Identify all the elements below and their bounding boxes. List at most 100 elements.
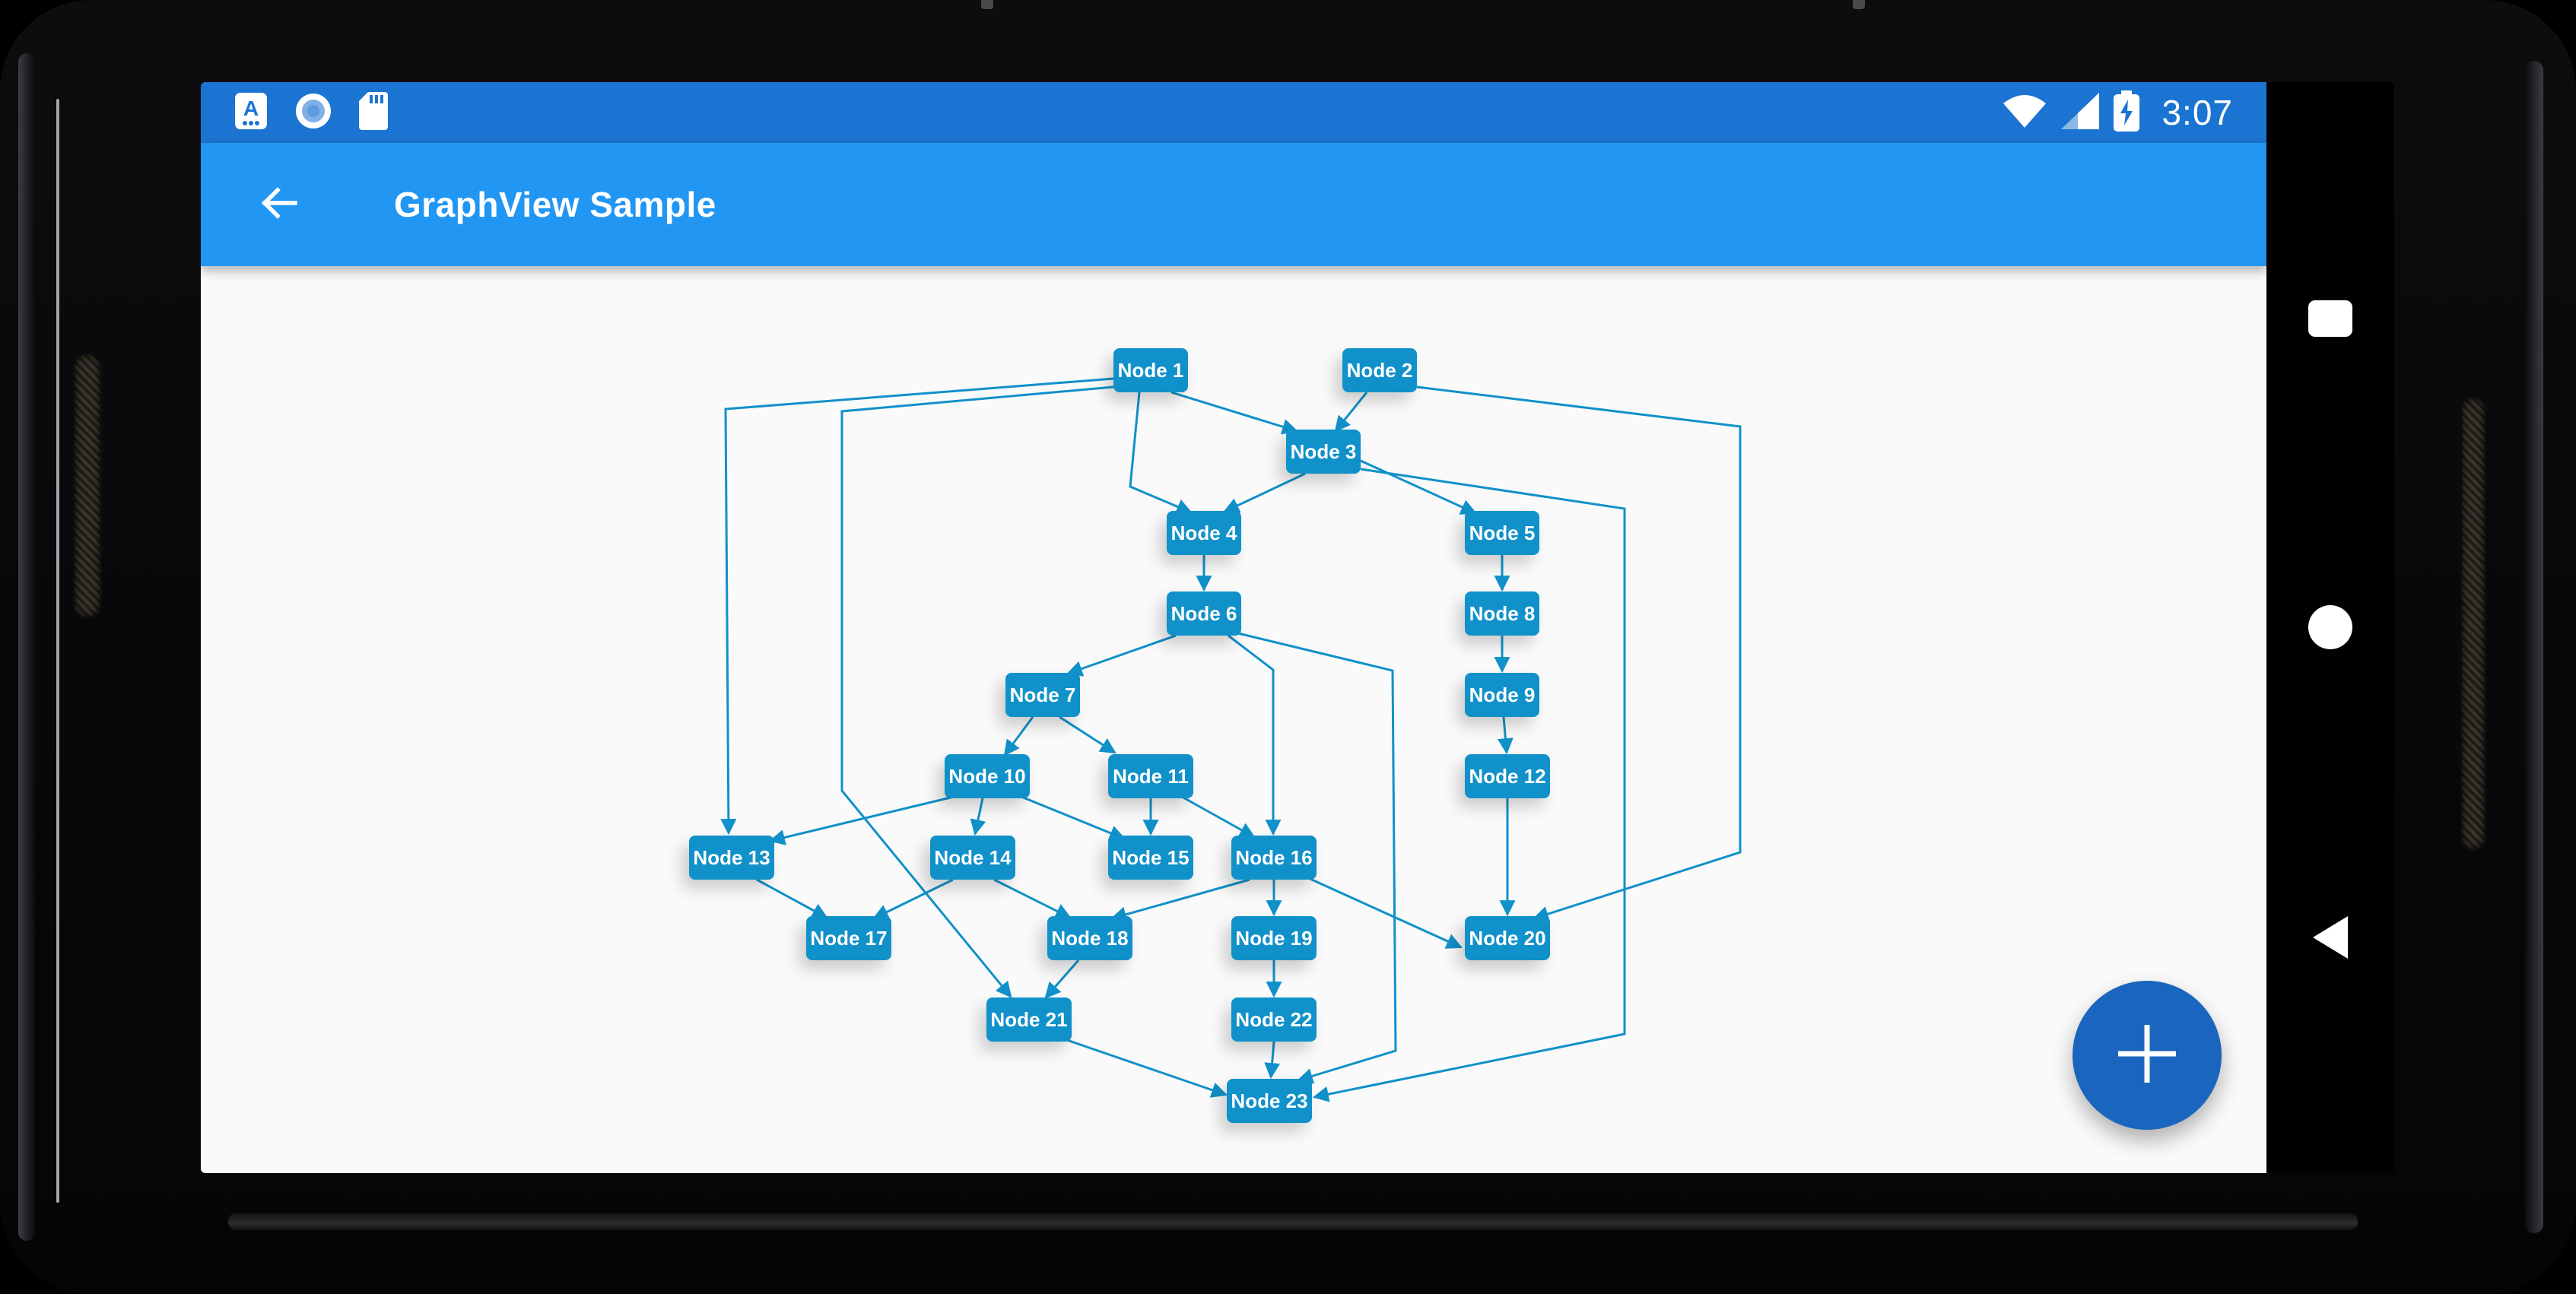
graph-edge-9-12 — [1497, 716, 1514, 755]
recents-button square-icon[interactable] — [2308, 300, 2352, 337]
add-node-fab[interactable] — [2073, 981, 2222, 1130]
graph-node-label: Node 4 — [1171, 522, 1237, 544]
phone-right-edge — [2525, 61, 2543, 1233]
graph-edge-6-23 — [1237, 632, 1397, 1084]
graph-node-label: Node 18 — [1051, 927, 1128, 950]
graph-svg: Node 1 Node 2 Node 3 Node 4 Node 5 Node 6 Node… — [689, 348, 1742, 1123]
graph-node-label: Node 2 — [1347, 359, 1413, 382]
plus-icon — [2115, 1022, 2179, 1089]
graph-node-label: Node 9 — [1469, 683, 1536, 706]
graph-node-17[interactable]: Node 17 — [806, 916, 891, 960]
antenna-line — [1853, 0, 1865, 9]
graph-edge-2-20 — [1416, 385, 1742, 922]
graph-edge-1-3 — [1170, 391, 1299, 435]
graph-edge-2-3 — [1334, 392, 1368, 433]
graph-edge-18-21 — [1044, 959, 1080, 999]
graph-node-label: Node 5 — [1469, 522, 1536, 544]
graph-edge-11-16 — [1181, 795, 1256, 839]
status-system-icons: 3:07 — [2002, 90, 2233, 135]
graph-node-label: Node 6 — [1171, 602, 1237, 625]
phone-screen: A — [201, 82, 2394, 1173]
graph-edge-3-23 — [1312, 468, 1626, 1102]
graph-node-23[interactable]: Node 23 — [1227, 1079, 1312, 1123]
graph-edge-7-11 — [1059, 715, 1116, 754]
graph-node-8[interactable]: Node 8 — [1465, 591, 1539, 636]
graph-node-4[interactable]: Node 4 — [1167, 511, 1241, 555]
graph-edge-10-15 — [1017, 794, 1126, 841]
graph-edge-7-10 — [1003, 716, 1034, 756]
graph-node-3[interactable]: Node 3 — [1286, 430, 1361, 474]
graph-node-label: Node 12 — [1469, 765, 1545, 788]
graph-canvas[interactable]: Node 1 Node 2 Node 3 Node 4 Node 5 Node 6 Node… — [201, 266, 2266, 1173]
graph-edge-10-14 — [970, 798, 986, 836]
graph-node-1[interactable]: Node 1 — [1113, 348, 1188, 392]
graph-node-7[interactable]: Node 7 — [1005, 673, 1080, 717]
cellular-signal-icon — [2061, 92, 2100, 133]
graph-node-15[interactable]: Node 15 — [1108, 836, 1193, 880]
graph-node-label: Node 19 — [1235, 927, 1312, 950]
graph-node-label: Node 21 — [990, 1008, 1067, 1031]
graph-node-label: Node 7 — [1010, 683, 1076, 706]
graph-node-9[interactable]: Node 9 — [1465, 673, 1539, 717]
graph-node-5[interactable]: Node 5 — [1465, 511, 1539, 555]
home-button circle-icon[interactable] — [2308, 605, 2352, 649]
graph-edge-3-4 — [1223, 472, 1306, 513]
graph-node-label: Node 22 — [1235, 1008, 1312, 1031]
graph-edge-13-17 — [756, 878, 828, 919]
graph-node-10[interactable]: Node 10 — [945, 754, 1030, 798]
graph-edge-1-4 — [1129, 392, 1193, 515]
battery-charging-icon — [2113, 90, 2140, 135]
graph-node-19[interactable]: Node 19 — [1231, 916, 1317, 960]
status-bar: A — [201, 82, 2266, 143]
phone-bottom-edge — [228, 1213, 2358, 1230]
graph-node-label: Node 1 — [1118, 359, 1184, 382]
anydesk-app-icon: A — [234, 92, 268, 134]
graph-edge-22-23 — [1264, 1041, 1281, 1080]
graph-node-label: Node 8 — [1469, 602, 1536, 625]
graph-node-14[interactable]: Node 14 — [930, 836, 1015, 880]
graph-edge-21-23 — [1064, 1038, 1228, 1098]
right-speaker-grille — [2460, 395, 2487, 852]
graph-node-22[interactable]: Node 22 — [1231, 997, 1317, 1042]
graph-node-12[interactable]: Node 12 — [1465, 754, 1550, 798]
graph-node-label: Node 3 — [1291, 440, 1357, 463]
back-button triangle-left-icon[interactable] — [2313, 916, 2348, 959]
graph-node-label: Node 14 — [934, 846, 1012, 869]
graph-node-2[interactable]: Node 2 — [1342, 348, 1417, 392]
graph-node-label: Node 16 — [1235, 846, 1312, 869]
graph-edge-14-17 — [872, 878, 954, 920]
graph-edge-14-18 — [993, 878, 1072, 919]
sd-card-icon — [359, 91, 388, 134]
left-speaker-grille — [72, 352, 103, 620]
graph-edge-10-13 — [768, 795, 954, 845]
graph-edge-16-20 — [1304, 875, 1463, 949]
graph-node-18[interactable]: Node 18 — [1047, 916, 1132, 960]
clock-text: 3:07 — [2161, 93, 2233, 132]
graph-node-label: Node 11 — [1113, 765, 1189, 788]
graph-node-label: Node 20 — [1469, 927, 1545, 950]
graph-edge-3-5 — [1360, 459, 1477, 515]
graph-node-13[interactable]: Node 13 — [689, 836, 774, 880]
graph-node-label: Node 23 — [1231, 1089, 1307, 1112]
app-bar: GraphView Sample — [201, 143, 2266, 266]
screen-glass-edge — [56, 99, 59, 1203]
arrow-back-icon[interactable] — [257, 181, 301, 229]
graph-node-11[interactable]: Node 11 — [1108, 754, 1193, 798]
graph-edge-16-18 — [1110, 878, 1250, 922]
graph-node-label: Node 17 — [810, 927, 887, 950]
graph-node-label: Node 10 — [948, 765, 1025, 788]
wifi-icon — [2002, 93, 2047, 133]
graph-edge-1-13 — [720, 377, 1114, 836]
antenna-line — [981, 0, 993, 9]
graph-edge-6-7 — [1066, 634, 1177, 677]
navigation-bar — [2266, 82, 2394, 1173]
svg-text:A: A — [243, 97, 259, 120]
page-title: GraphView Sample — [394, 185, 716, 224]
graph-node-21[interactable]: Node 21 — [986, 997, 1072, 1042]
graph-node-6[interactable]: Node 6 — [1167, 591, 1241, 636]
screen-record-icon — [295, 93, 332, 133]
graph-node-16[interactable]: Node 16 — [1231, 836, 1317, 880]
graph-node-label: Node 15 — [1112, 846, 1189, 869]
graph-node-20[interactable]: Node 20 — [1465, 916, 1550, 960]
